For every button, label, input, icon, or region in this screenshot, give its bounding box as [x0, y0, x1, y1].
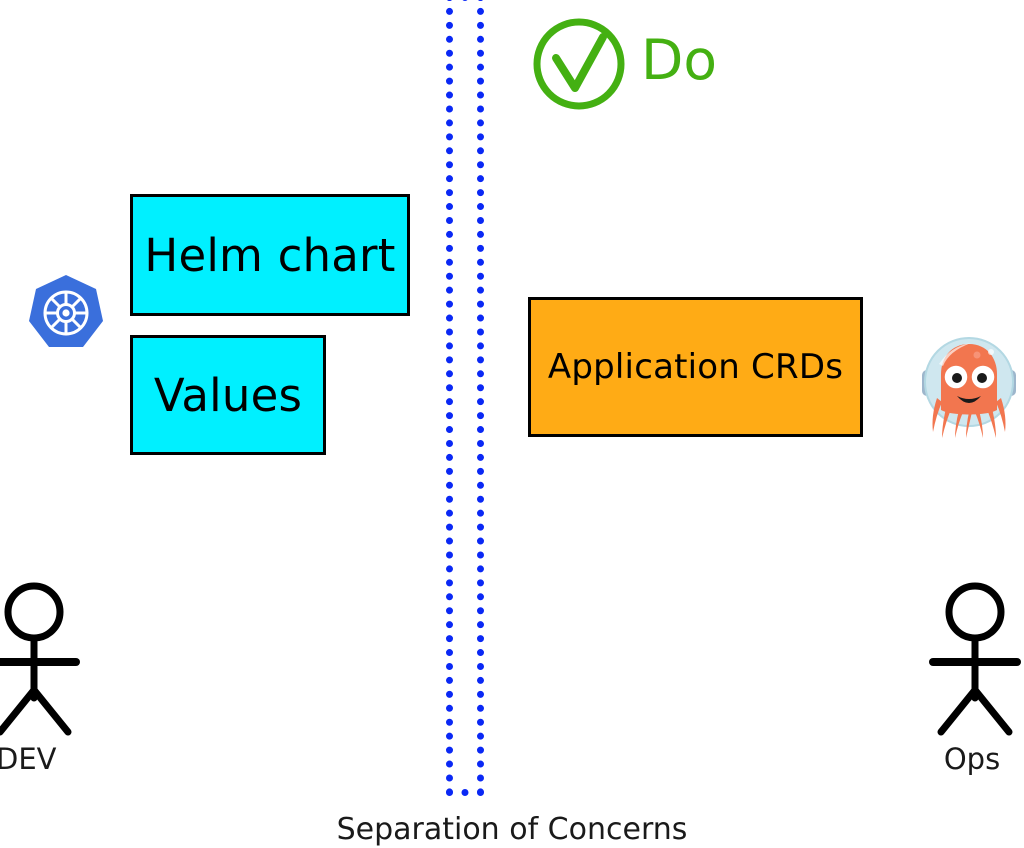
- helm-chart-box: Helm chart: [130, 194, 410, 316]
- values-label: Values: [153, 368, 303, 422]
- kubernetes-logo: [26, 272, 106, 352]
- octopus-deploy-logo: [919, 330, 1019, 440]
- stick-figure-icon: [915, 580, 1024, 740]
- do-marker: Do: [529, 14, 717, 114]
- stick-figure-icon: [0, 580, 102, 740]
- actor-dev: DEV: [0, 580, 102, 776]
- separation-caption: Separation of Concerns: [336, 812, 688, 847]
- separation-divider: [446, 0, 484, 796]
- do-label: Do: [641, 27, 718, 92]
- application-crds-box: Application CRDs: [528, 297, 863, 437]
- actor-dev-label: DEV: [0, 742, 57, 776]
- helm-chart-label: Helm chart: [144, 228, 396, 282]
- application-crds-label: Application CRDs: [547, 347, 844, 387]
- check-circle-icon: [529, 14, 629, 114]
- actor-ops-label: Ops: [943, 742, 1001, 776]
- values-box: Values: [130, 335, 326, 455]
- actor-ops: Ops: [915, 580, 1024, 776]
